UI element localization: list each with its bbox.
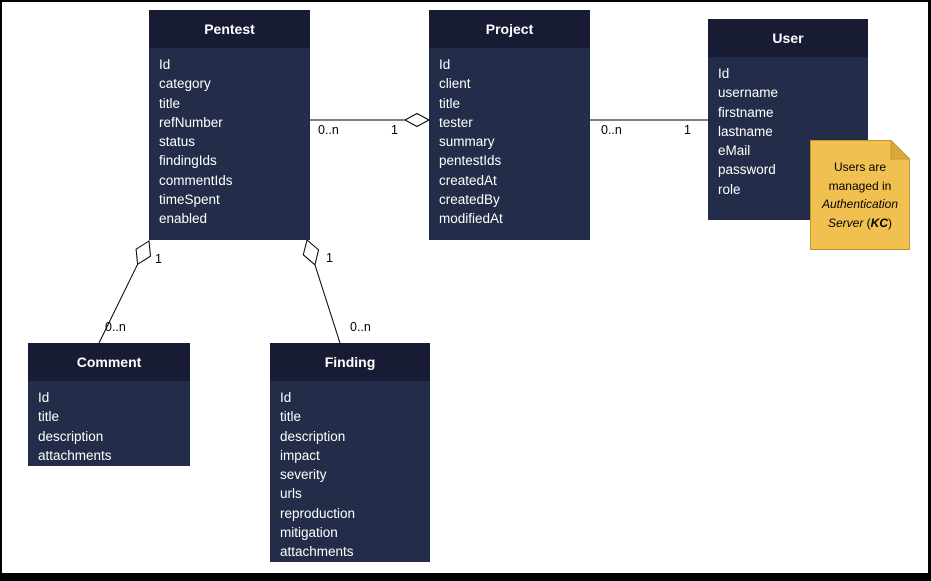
entity-field: reproduction <box>280 505 356 521</box>
cardinality-pentest-comment-source: 1 <box>155 252 162 266</box>
entity-finding-title: Finding <box>270 343 430 381</box>
entity-field: category <box>159 76 211 92</box>
aggregation-diamond-comment <box>135 240 152 266</box>
entity-field: Id <box>280 390 292 405</box>
entity-field: modifiedAt <box>439 211 503 227</box>
entity-field: createdAt <box>439 172 497 188</box>
entity-field: attachments <box>280 544 354 560</box>
window-border-right <box>928 0 931 581</box>
cardinality-project-user-target: 1 <box>684 123 691 137</box>
entity-field: Id <box>159 57 171 72</box>
entity-field: severity <box>280 467 327 483</box>
entity-pentest-fields: Id category title refNumber status findingIds… <box>149 48 310 240</box>
entity-field: Id <box>38 390 50 405</box>
entity-field: summary <box>439 134 495 150</box>
window-border-left <box>0 0 2 581</box>
aggregation-diamond-project <box>403 112 431 128</box>
entity-field: createdBy <box>439 192 500 208</box>
entity-field: tester <box>439 114 473 130</box>
entity-finding-fields: Id title description impact severity urls repr… <box>270 381 430 562</box>
entity-field: client <box>439 76 471 92</box>
entity-field: eMail <box>718 143 751 159</box>
entity-field: description <box>38 428 104 444</box>
entity-field: mitigation <box>280 525 338 541</box>
entity-field: description <box>280 428 346 444</box>
cardinality-pentest-project-target: 1 <box>391 123 398 137</box>
entity-field: password <box>718 162 776 178</box>
entity-field: role <box>718 181 741 197</box>
entity-finding[interactable]: Finding Id title description impact severity… <box>270 343 430 562</box>
entity-field: title <box>280 409 302 425</box>
entity-field: title <box>439 95 461 111</box>
entity-field: lastname <box>718 123 773 139</box>
folded-corner-icon <box>890 140 910 160</box>
entity-field: urls <box>280 486 302 502</box>
entity-field: username <box>718 85 779 101</box>
entity-project-fields: Id client title tester summary pentestIds crea… <box>429 48 590 240</box>
entity-pentest[interactable]: Pentest Id category title refNumber status fi… <box>149 10 310 240</box>
entity-comment[interactable]: Comment Id title description attachments <box>28 343 190 466</box>
entity-project-title: Project <box>429 10 590 48</box>
sticky-note-shape <box>810 140 910 250</box>
entity-field: title <box>159 95 181 111</box>
entity-field: timeSpent <box>159 192 220 208</box>
entity-field: pentestIds <box>439 153 502 169</box>
entity-field: impact <box>280 447 320 463</box>
window-border-top <box>0 0 931 2</box>
aggregation-diamond-finding <box>302 239 320 266</box>
entity-field: Id <box>439 57 451 72</box>
entity-field: attachments <box>38 447 112 463</box>
entity-field: refNumber <box>159 114 223 130</box>
cardinality-pentest-finding-source: 1 <box>326 251 333 265</box>
entity-field: title <box>38 409 60 425</box>
entity-field: findingIds <box>159 153 217 169</box>
entity-field: Id <box>718 66 730 81</box>
entity-field: status <box>159 134 196 150</box>
entity-user-title: User <box>708 19 868 57</box>
cardinality-pentest-project-source: 0..n <box>318 123 339 137</box>
entity-project[interactable]: Project Id client title tester summary pentes… <box>429 10 590 240</box>
entity-comment-fields: Id title description attachments <box>28 381 190 466</box>
cardinality-project-user-source: 0..n <box>601 123 622 137</box>
cardinality-pentest-finding-target: 0..n <box>350 320 371 334</box>
entity-pentest-title: Pentest <box>149 10 310 48</box>
entity-field: firstname <box>718 104 774 120</box>
entity-comment-title: Comment <box>28 343 190 381</box>
cardinality-pentest-comment-target: 0..n <box>105 320 126 334</box>
entity-field: commentIds <box>159 172 233 188</box>
entity-field: enabled <box>159 211 208 227</box>
window-border-bottom <box>0 573 931 581</box>
